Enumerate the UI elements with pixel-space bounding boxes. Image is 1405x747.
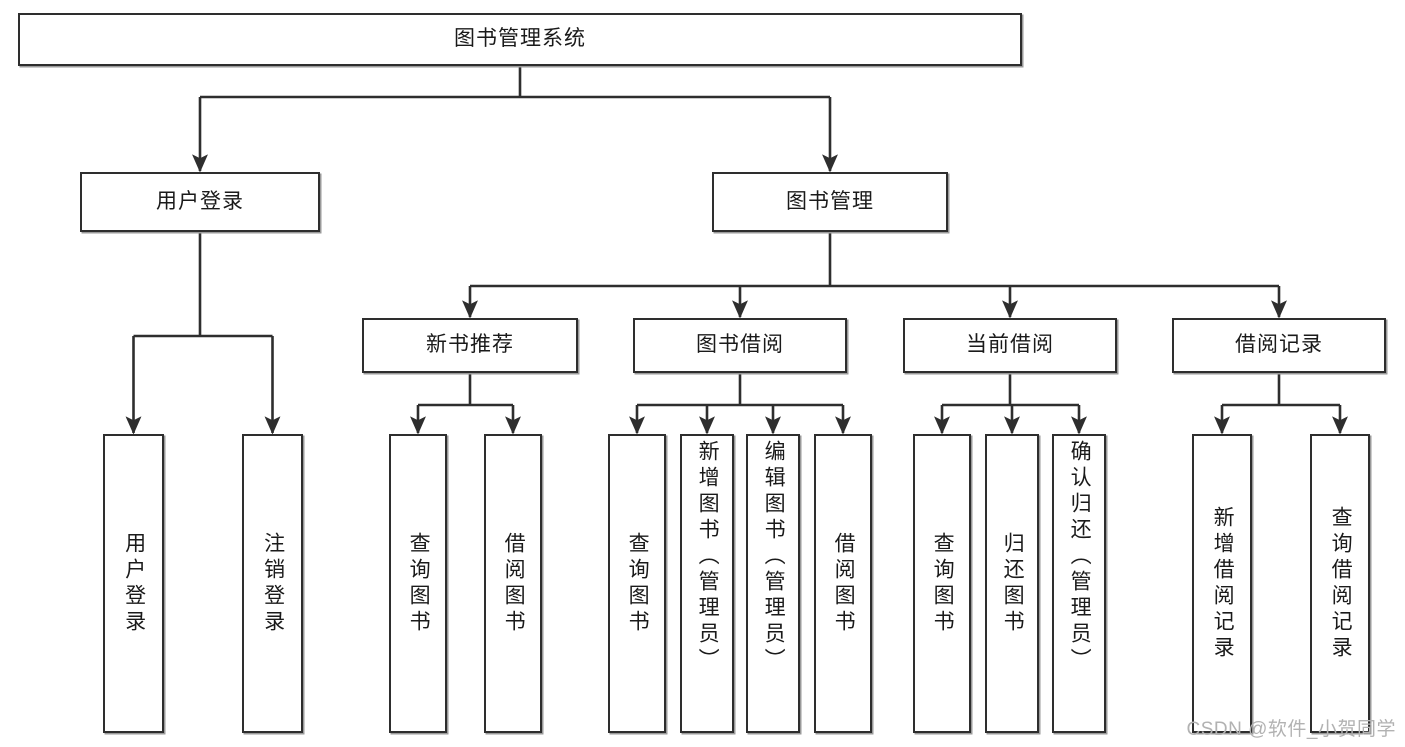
node-current-borrow[interactable]: 当前借阅 [903, 318, 1117, 373]
node-label: 查询图书 [931, 531, 955, 636]
node-label: 借阅图书 [502, 531, 526, 636]
node-label: 借阅记录 [1235, 333, 1323, 357]
node-book-borrow[interactable]: 图书借阅 [633, 318, 847, 373]
node-leaf-borrow-book-2[interactable]: 借阅图书 [814, 434, 872, 733]
node-label: 新增图书（管理员） [696, 440, 720, 674]
node-label: 查询借阅记录 [1329, 505, 1353, 662]
node-label: 查询图书 [626, 531, 650, 636]
node-user-login[interactable]: 用户登录 [80, 172, 320, 232]
node-label: 用户登录 [156, 189, 244, 213]
node-label: 确认归还（管理员） [1068, 440, 1092, 674]
node-label: 注销登录 [261, 531, 285, 636]
node-new-book-rec[interactable]: 新书推荐 [362, 318, 578, 373]
node-leaf-query-book-3[interactable]: 查询图书 [913, 434, 971, 733]
node-label: 借阅图书 [832, 531, 856, 636]
node-root[interactable]: 图书管理系统 [18, 13, 1022, 66]
node-label: 查询图书 [407, 531, 431, 636]
node-label: 新增借阅记录 [1211, 505, 1235, 662]
node-book-manage[interactable]: 图书管理 [712, 172, 948, 232]
node-label: 用户登录 [122, 531, 146, 636]
node-leaf-return-book[interactable]: 归还图书 [985, 434, 1039, 733]
node-leaf-query-book-1[interactable]: 查询图书 [389, 434, 447, 733]
node-leaf-confirm-return[interactable]: 确认归还（管理员） [1052, 434, 1106, 733]
node-leaf-add-record[interactable]: 新增借阅记录 [1192, 434, 1252, 733]
node-leaf-add-book[interactable]: 新增图书（管理员） [680, 434, 734, 733]
node-label: 图书借阅 [696, 333, 784, 357]
node-leaf-user-login[interactable]: 用户登录 [103, 434, 164, 733]
node-label: 新书推荐 [426, 333, 514, 357]
node-leaf-query-record[interactable]: 查询借阅记录 [1310, 434, 1370, 733]
node-borrow-record[interactable]: 借阅记录 [1172, 318, 1386, 373]
node-leaf-borrow-book-1[interactable]: 借阅图书 [484, 434, 542, 733]
node-leaf-edit-book[interactable]: 编辑图书（管理员） [746, 434, 800, 733]
node-leaf-logout[interactable]: 注销登录 [242, 434, 303, 733]
node-label: 图书管理 [786, 189, 874, 213]
node-label: 图书管理系统 [454, 27, 586, 51]
node-label: 编辑图书（管理员） [762, 440, 786, 674]
node-label: 归还图书 [1001, 531, 1025, 636]
node-label: 当前借阅 [966, 333, 1054, 357]
node-leaf-query-book-2[interactable]: 查询图书 [608, 434, 666, 733]
